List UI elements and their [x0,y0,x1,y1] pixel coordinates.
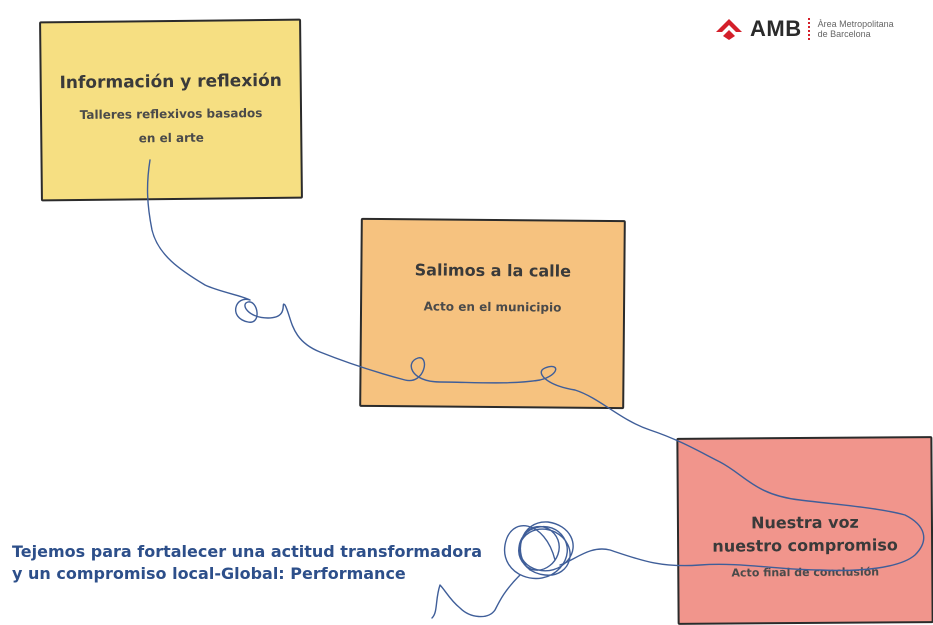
logo-subtitle-line2: de Barcelona [817,29,871,39]
thread-tangle [504,521,574,580]
step-title: Nuestra voz nuestro compromiso [679,510,931,558]
step-subtitle: Acto final de conclusión [731,565,880,580]
step-title: Información y reflexión [59,70,282,94]
performance-caption: Tejemos para fortalecer una actitud tran… [12,541,502,585]
logo-brand: AMB [750,16,802,41]
step-title: Salimos a la calle [414,260,572,281]
logo-subtitle: Àrea Metropolitana de Barcelona [818,19,894,39]
step-title-line1: Nuestra voz [750,512,859,533]
logo-separator [807,18,812,40]
logo-subtitle-line1: Àrea Metropolitana [817,19,894,29]
amb-diamond-icon [716,19,742,40]
step-subtitle-line2: en el arte [138,130,204,146]
step-card-information: Información y reflexión Talleres reflexi… [39,18,303,202]
caption-line1: Tejemos para fortalecer una actitud tran… [12,542,482,561]
step-subtitle: Talleres reflexivos basados en el arte [42,101,300,152]
amb-logo: AMB Àrea Metropolitana de Barcelona [714,14,894,44]
step-title-line2: nuestro compromiso [712,535,898,556]
step-subtitle: Acto en el municipio [423,299,562,315]
step-card-street: Salimos a la calle Acto en el municipio [359,217,626,410]
caption-line2: y un compromiso local-Global: Performanc… [12,564,406,583]
step-subtitle-line1: Talleres reflexivos basados [79,106,263,122]
step-card-commitment: Nuestra voz nuestro compromiso Acto fina… [676,436,933,625]
